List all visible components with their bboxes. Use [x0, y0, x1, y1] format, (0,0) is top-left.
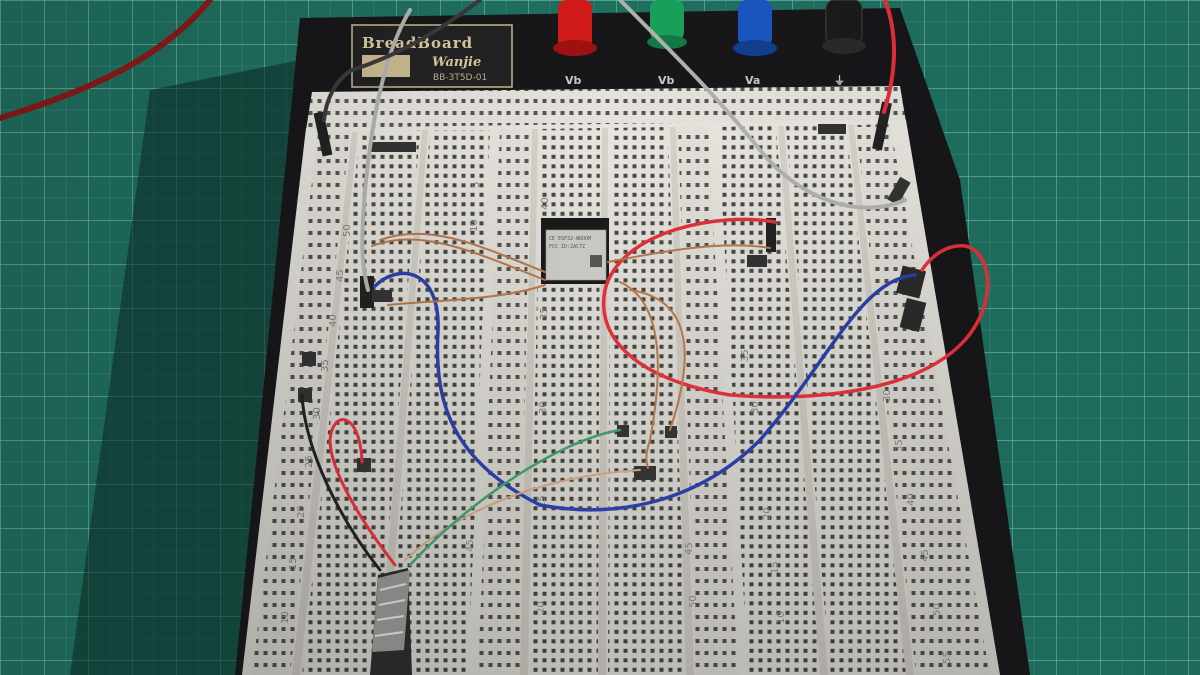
- breadboard-photo: BreadBoard Wanjie BB-3T5D-01 Vb Vb Va ⏚: [0, 0, 1200, 675]
- breadboard-photo-scene: BreadBoard Wanjie BB-3T5D-01 Vb Vb Va ⏚: [0, 0, 1200, 675]
- edge-shade: [0, 0, 1200, 675]
